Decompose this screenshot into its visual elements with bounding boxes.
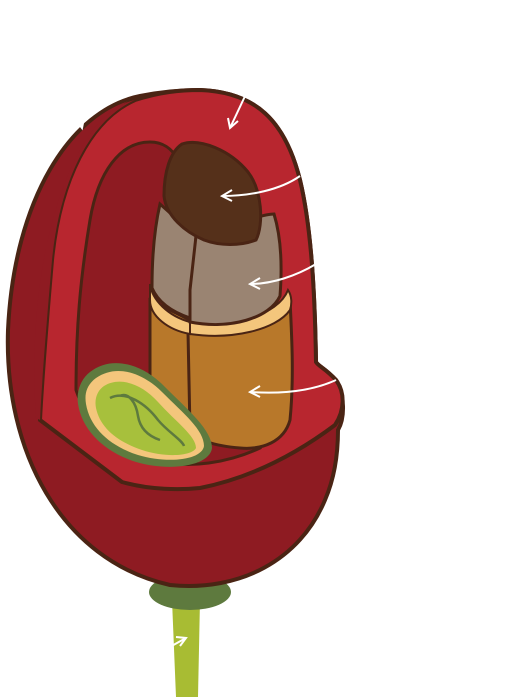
arrow-flesh (227, 93, 247, 130)
arrow-seed-coat (247, 263, 317, 290)
stem (172, 600, 200, 697)
seed-tip (162, 141, 263, 246)
embryo-curl (109, 393, 186, 447)
seed-coat-back (150, 201, 198, 321)
arrow-skin (71, 103, 85, 131)
embryo-inner (95, 381, 196, 456)
arrow-seed-body (247, 379, 337, 398)
arrow-stem (167, 636, 188, 649)
arrow-seed-tip (219, 175, 301, 202)
